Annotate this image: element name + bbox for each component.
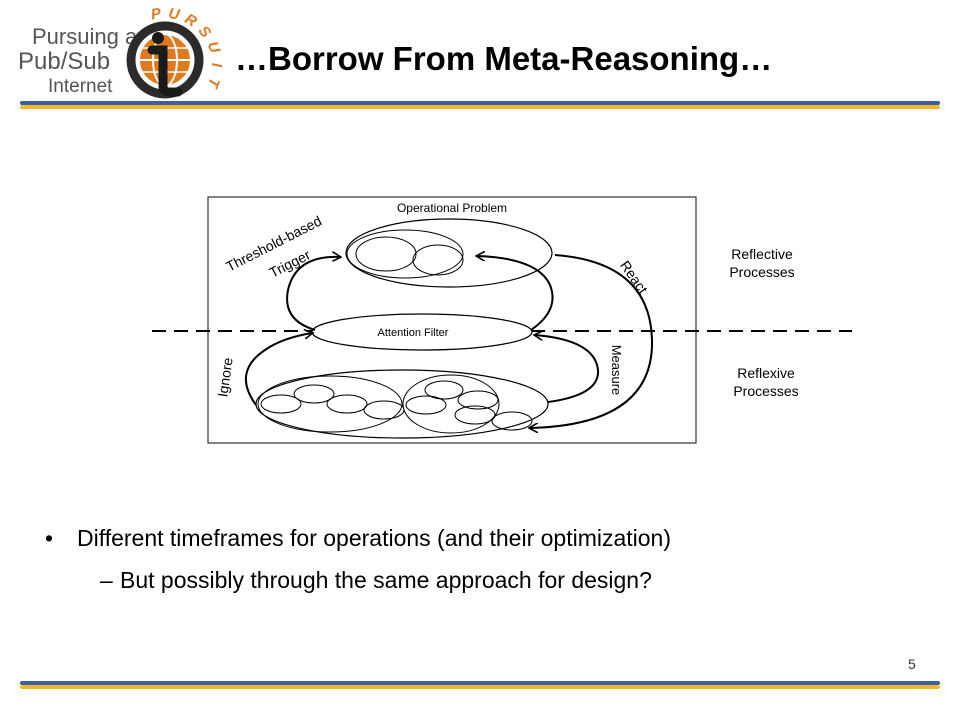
bullet-text: Different timeframes for operations (and…: [77, 525, 672, 551]
logo-line3: Internet: [48, 76, 113, 97]
header-divider: [20, 101, 940, 109]
header-divider-blue: [20, 101, 940, 105]
reflective-label-1: Reflective: [731, 246, 793, 262]
reflexive-label-2: Processes: [733, 383, 798, 399]
diagram-frame: [207, 196, 697, 444]
process-ellipse: [457, 390, 499, 410]
process-ellipse: [260, 394, 302, 414]
meta-task-group: [346, 229, 464, 279]
reflective-label-2: Processes: [729, 264, 794, 280]
attention-up-arrow: [477, 256, 554, 331]
process-ellipse: [326, 394, 368, 414]
brand-letter: U: [167, 5, 182, 24]
footer-divider-blue: [20, 681, 940, 685]
measure-arrow: [535, 335, 600, 403]
footer-divider-gold: [20, 685, 940, 689]
process-ellipse: [363, 400, 405, 420]
operational-problem-ellipse: [345, 218, 553, 288]
logo-line2: Pub/Sub: [18, 48, 111, 75]
ignore-label: Ignore: [214, 356, 235, 398]
logo-line1: Pursuing a: [32, 24, 138, 49]
process-group-right: [402, 374, 500, 434]
process-ellipse: [405, 395, 447, 415]
attention-filter-label: Attention Filter: [378, 327, 449, 339]
process-ellipse: [293, 384, 335, 404]
brand-letter: P: [150, 5, 164, 24]
operational-problem-label: Operational Problem: [397, 201, 507, 215]
header-divider-gold: [20, 105, 940, 109]
sub-bullet-marker: –: [100, 567, 113, 593]
page-number: 5: [908, 656, 916, 672]
brand-letter: I: [208, 63, 225, 68]
sub-bullet-text: But possibly through the same approach f…: [120, 567, 652, 593]
react-arrow: [530, 254, 654, 428]
reflexive-label-1: Reflexive: [737, 365, 795, 381]
footer-divider: [20, 681, 940, 689]
measure-label: Measure: [609, 345, 624, 396]
threshold-trigger-arrow: [286, 257, 340, 331]
process-ellipse: [491, 411, 533, 431]
meta-task-ellipse-2: [412, 244, 464, 276]
process-ellipse: [454, 405, 496, 425]
slide-title: …Borrow From Meta-Reasoning…: [235, 40, 773, 77]
ignore-arrow: [244, 333, 312, 406]
bullet-marker: •: [45, 525, 54, 551]
meta-task-ellipse-1: [355, 236, 417, 272]
process-group-left: [257, 375, 403, 433]
process-ellipse: [424, 380, 464, 400]
